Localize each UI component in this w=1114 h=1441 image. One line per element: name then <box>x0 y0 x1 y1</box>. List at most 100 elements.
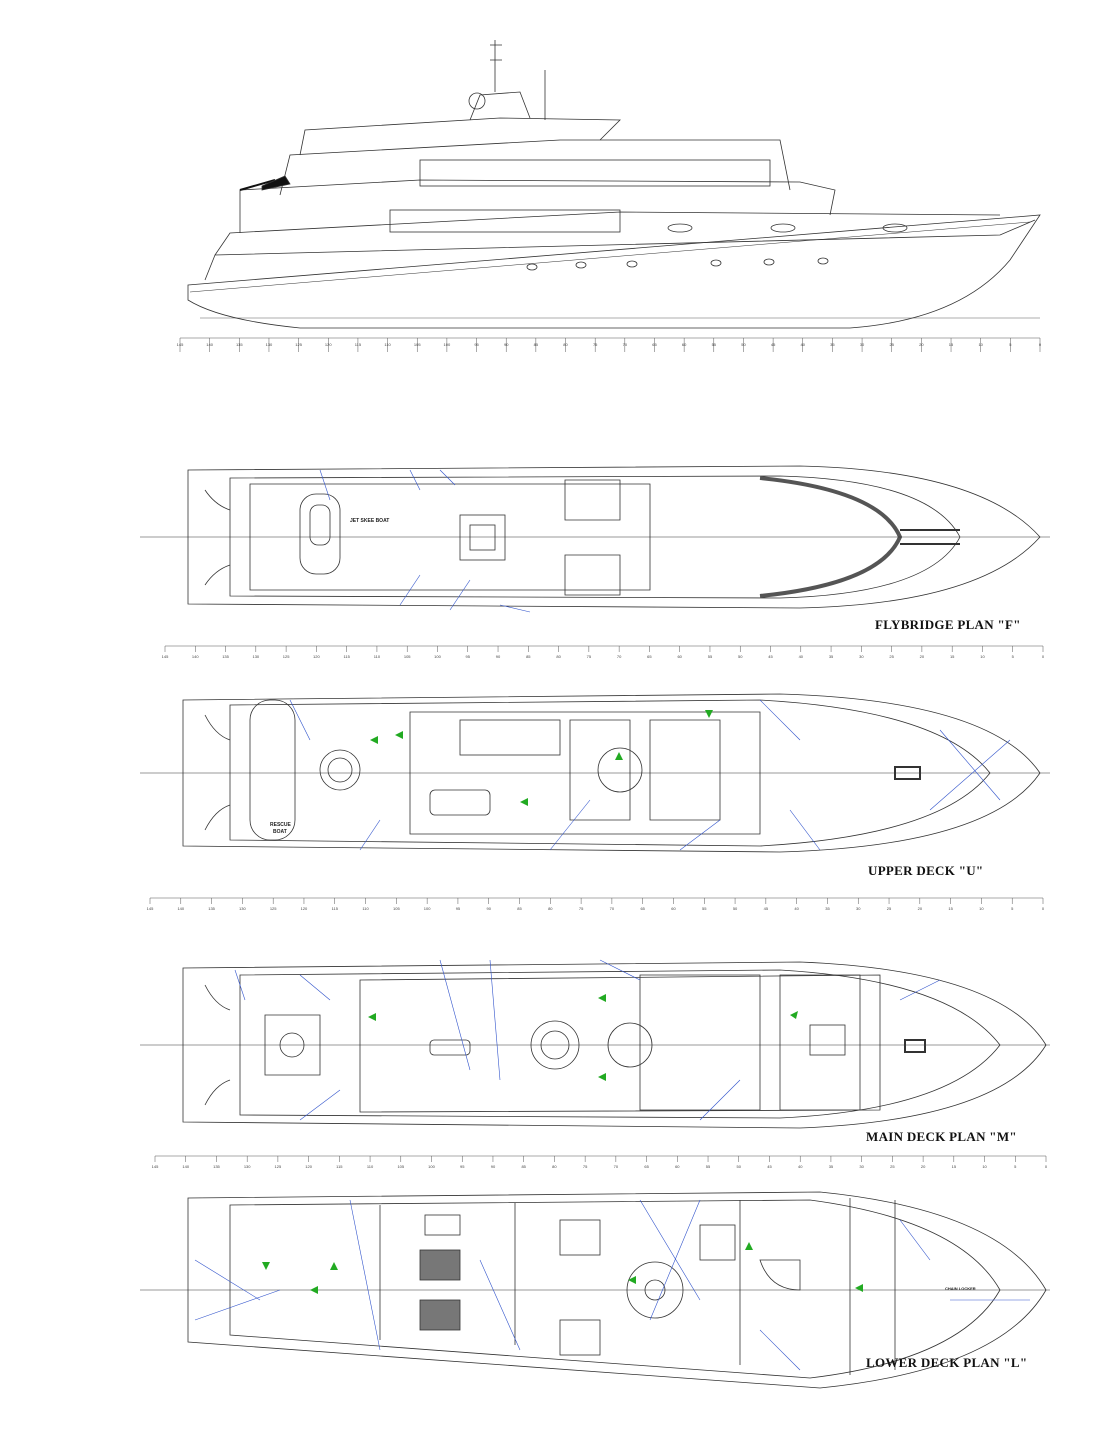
portholes <box>526 223 908 271</box>
scale-tick-label: 65 <box>652 342 657 347</box>
scale-tick-label: 110 <box>362 906 369 911</box>
main-deck-annotations <box>234 959 941 1121</box>
scale-tick-label: 115 <box>343 654 350 659</box>
flybridge-plan-title: FLYBRIDGE PLAN "F" <box>875 617 1021 632</box>
scale-tick-label: 15 <box>950 654 955 659</box>
scale-tick-label: 0 <box>1045 1164 1048 1169</box>
scale-tick-label: 85 <box>526 654 531 659</box>
scale-tick-label: 75 <box>587 654 592 659</box>
rescue-boat-label-1: RESCUE <box>270 822 291 828</box>
scale-tick-label: 10 <box>979 906 984 911</box>
scale-tick-label: 80 <box>563 342 568 347</box>
scale-tick-label: 120 <box>305 1164 312 1169</box>
scale-tick-label: 0 <box>1039 342 1042 347</box>
upper-deck-plan <box>140 693 1050 853</box>
scale-tick-label: 10 <box>982 1164 987 1169</box>
scale-tick-label: 30 <box>856 906 861 911</box>
scale-tick-label: 10 <box>978 342 983 347</box>
scale-tick-label: 100 <box>434 654 441 659</box>
scale-tick-label: 105 <box>414 342 421 347</box>
scale-tick-label: 145 <box>152 1164 159 1169</box>
scale-tick-label: 105 <box>404 654 411 659</box>
scale-tick-label: 45 <box>767 1164 772 1169</box>
scale-tick-label: 5 <box>1011 906 1014 911</box>
scale-tick-label: 90 <box>504 342 509 347</box>
scale-tick-label: 125 <box>283 654 290 659</box>
scale-tick-label: 80 <box>552 1164 557 1169</box>
scale-tick-label: 35 <box>829 654 834 659</box>
scale-tick-label: 115 <box>355 342 362 347</box>
scale-tick-label: 5 <box>1012 654 1015 659</box>
scale-tick-label: 100 <box>424 906 431 911</box>
scale-tick-label: 135 <box>208 906 215 911</box>
lower-deck-arrows <box>262 1242 863 1294</box>
scale-tick-label: 110 <box>367 1164 374 1169</box>
scale-tick-label: 70 <box>614 1164 619 1169</box>
main-deck-arrows <box>368 994 798 1081</box>
scale-tick-label: 105 <box>397 1164 404 1169</box>
scale-tick-label: 135 <box>222 654 229 659</box>
scale-tick-label: 120 <box>313 654 320 659</box>
scale-tick-label: 130 <box>244 1164 251 1169</box>
scale-tick-label: 125 <box>275 1164 282 1169</box>
scale-tick-label: 30 <box>859 654 864 659</box>
scale-tick-label: 100 <box>444 342 451 347</box>
scale-tick-label: 55 <box>706 1164 711 1169</box>
scale-tick-label: 125 <box>270 906 277 911</box>
scale-tick-label: 130 <box>266 342 273 347</box>
flybridge-plan <box>140 465 1050 609</box>
main-deck-plan-title: MAIN DECK PLAN "M" <box>866 1129 1017 1144</box>
scale-tick-label: 90 <box>496 654 501 659</box>
scale-tick-label: 85 <box>521 1164 526 1169</box>
scale-tick-label: 120 <box>325 342 332 347</box>
scale-tick-label: 135 <box>236 342 243 347</box>
scale-tick-label: 130 <box>239 906 246 911</box>
rescue-boat-label-2: BOAT <box>273 829 287 835</box>
scale-tick-label: 40 <box>801 342 806 347</box>
scale-tick-label: 100 <box>428 1164 435 1169</box>
scale-tick-label: 140 <box>206 342 213 347</box>
scale-tick-label: 0 <box>1042 654 1045 659</box>
scale-tick-label: 55 <box>702 906 707 911</box>
scale-tick-label: 30 <box>859 1164 864 1169</box>
scale-tick-label: 40 <box>799 654 804 659</box>
scale-tick-label: 25 <box>889 654 894 659</box>
scale-tick-label: 65 <box>644 1164 649 1169</box>
upper-deck-title: UPPER DECK "U" <box>868 863 984 878</box>
scale-tick-label: 20 <box>919 342 924 347</box>
scale-tick-label: 25 <box>890 1164 895 1169</box>
upper-deck-arrows <box>370 710 713 806</box>
scale-tick-label: 85 <box>534 342 539 347</box>
upper-deck-annotations <box>289 699 1011 851</box>
scale-tick-label: 20 <box>920 654 925 659</box>
scale-tick-label: 80 <box>556 654 561 659</box>
scale-tick-label: 95 <box>474 342 479 347</box>
scale-tick-label: 140 <box>192 654 199 659</box>
scale-tick-label: 5 <box>1014 1164 1017 1169</box>
scale-tick-label: 110 <box>374 654 381 659</box>
scale-tick-label: 35 <box>829 1164 834 1169</box>
scale-tick-label: 50 <box>738 654 743 659</box>
scale-tick-label: 115 <box>336 1164 343 1169</box>
scale-tick-label: 0 <box>1042 906 1045 911</box>
scale-tick-label: 70 <box>610 906 615 911</box>
scale-tick-label: 85 <box>517 906 522 911</box>
scale-tick-label: 140 <box>177 906 184 911</box>
lower-deck-plan-title: LOWER DECK PLAN "L" <box>866 1355 1028 1370</box>
scale-tick-label: 50 <box>741 342 746 347</box>
scale-tick-label: 135 <box>213 1164 220 1169</box>
scale-tick-label: 90 <box>486 906 491 911</box>
scale-tick-label: 130 <box>252 654 259 659</box>
main-deck-plan <box>140 961 1050 1129</box>
lower-deck-plan <box>140 1191 1050 1389</box>
scale-tick-label: 5 <box>1009 342 1012 347</box>
lower-deck-annotations <box>194 1199 1030 1371</box>
scale-tick-label: 15 <box>952 1164 957 1169</box>
scale-tick-label: 20 <box>918 906 923 911</box>
scale-tick-label: 15 <box>949 342 954 347</box>
scale-tick-label: 145 <box>147 906 154 911</box>
scale-tick-label: 40 <box>798 1164 803 1169</box>
scale-tick-label: 55 <box>712 342 717 347</box>
